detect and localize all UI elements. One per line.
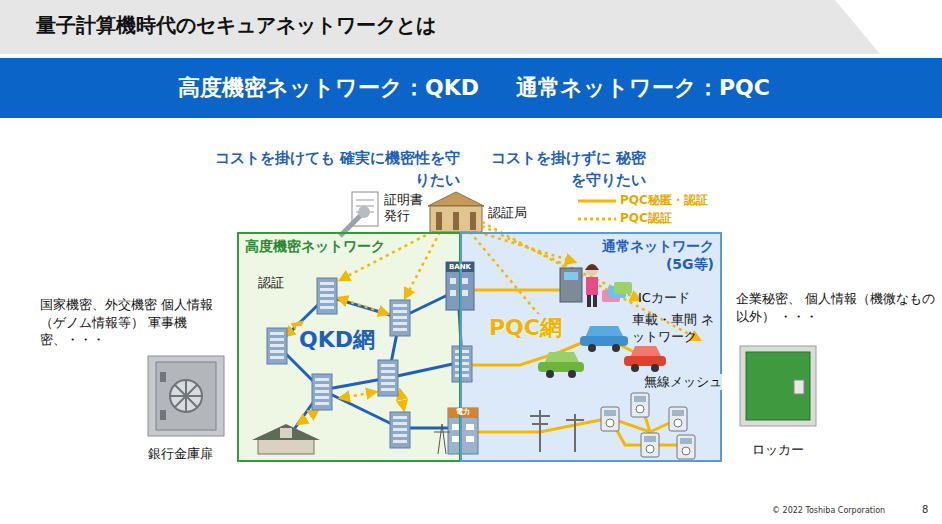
node-label: 通常ネットワーク (5G等) xyxy=(586,238,714,273)
node-label: 通常ネットワーク：PQC xyxy=(516,74,770,102)
icon-label: 証明書 発行 xyxy=(384,192,426,225)
note-text: 国家機密、外交機密 個人情報（ゲノム情報等） 軍事機密、・・・ xyxy=(40,296,230,349)
node-label: 高度機密ネットワーク：QKD xyxy=(178,74,479,102)
icon-label: 認証 xyxy=(256,275,286,291)
legend-text: PQC秘匿・認証 xyxy=(620,193,708,208)
node-label: 高度機密ネットワーク xyxy=(245,238,385,256)
network-name: PQC網 xyxy=(486,314,565,342)
icon-label: ロッカー xyxy=(752,442,804,458)
icon-label: 車載・車間 ネットワーク xyxy=(632,312,723,346)
icon-label: 認証局 xyxy=(488,205,527,221)
network-name: QKD網 xyxy=(296,326,378,354)
copyright-caption: © 2022 Toshiba Corporation xyxy=(772,506,885,516)
header-band: 高度機密ネットワーク：QKD 通常ネットワーク：PQC xyxy=(0,58,942,118)
note-text: 企業秘密、 個人情報（機微なもの以外） ・・・ xyxy=(736,290,936,325)
page-number: 8 xyxy=(922,504,928,517)
legend-text: PQC認証 xyxy=(620,211,672,226)
sign-text: BANK xyxy=(446,263,474,272)
icon-label: 無線メッシュ xyxy=(644,374,722,390)
pqc-region: 通常ネットワーク (5G等) xyxy=(460,232,722,462)
icon-label: 銀行金庫扉 xyxy=(148,446,213,462)
icon-label: ICカード xyxy=(638,290,690,306)
page-title: 量子計算機時代のセキュアネットワークとは xyxy=(36,13,436,38)
heading-text: コストを掛けても 確実に機密性を守りたい xyxy=(210,148,460,192)
heading-text: コストを掛けずに 秘密を守りたい xyxy=(486,148,646,192)
sign-text: 電力 xyxy=(448,408,478,417)
